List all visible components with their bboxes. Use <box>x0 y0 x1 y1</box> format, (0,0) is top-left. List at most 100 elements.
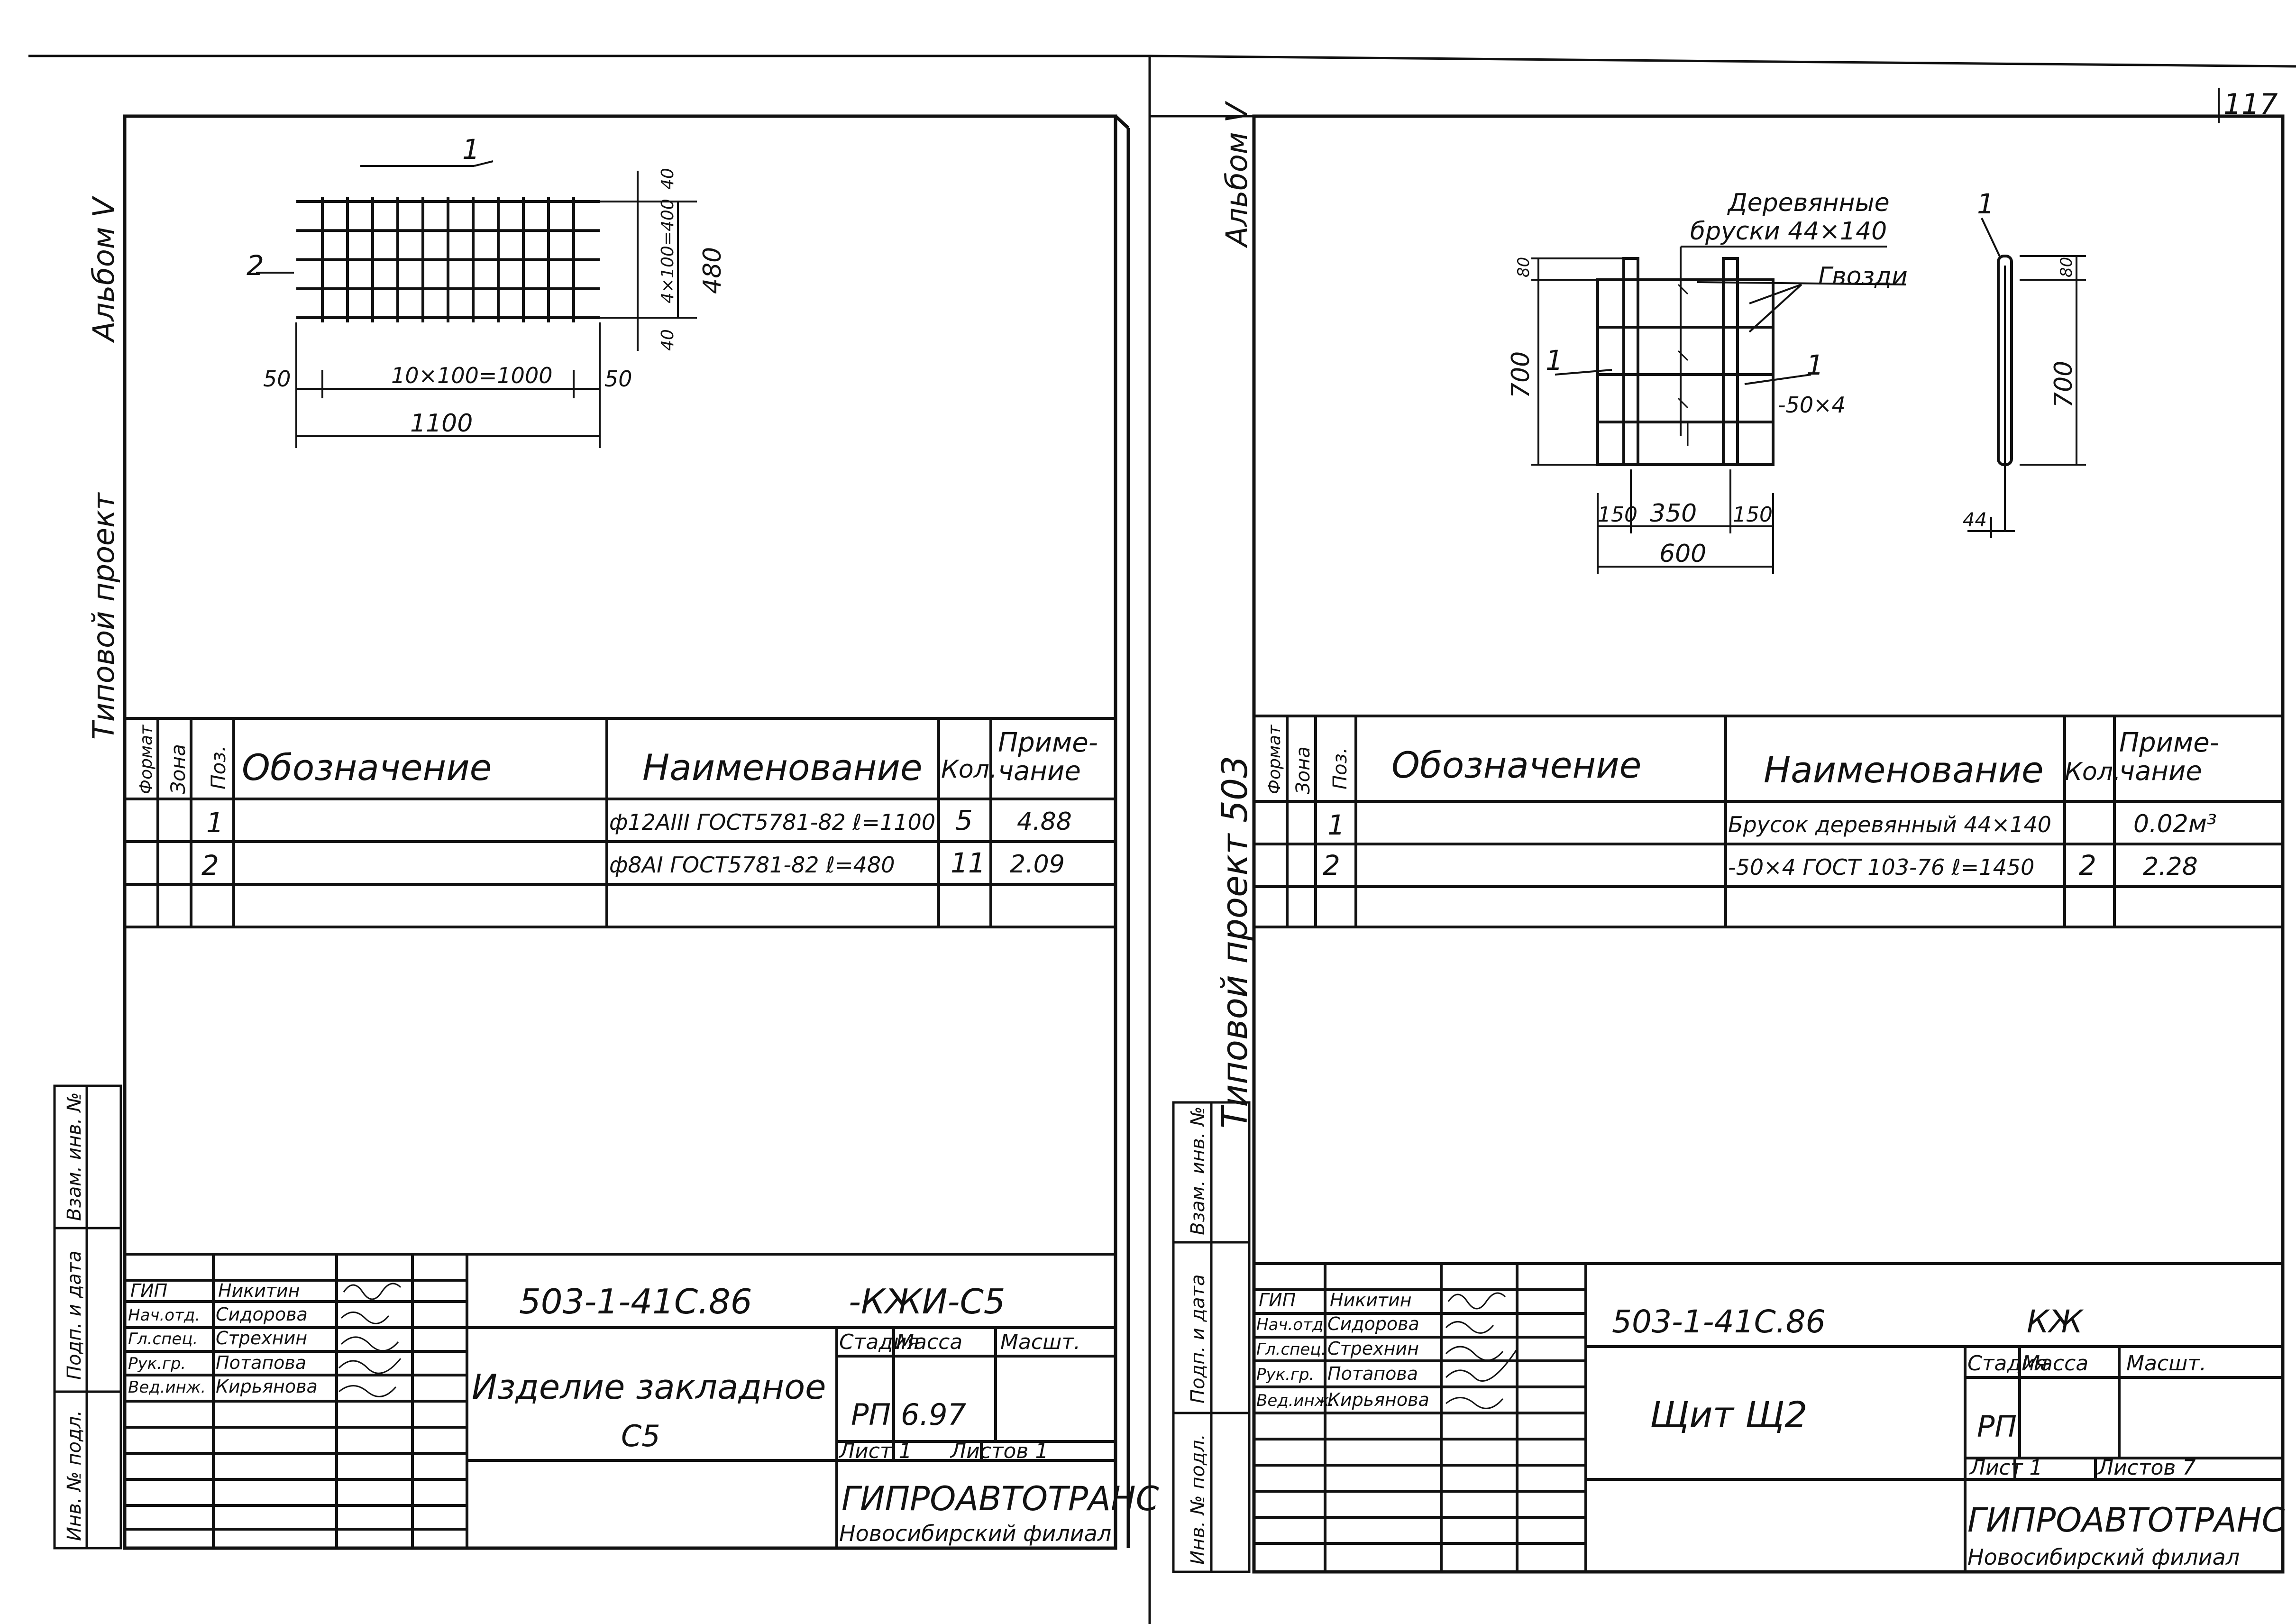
strip-size: -50×4 <box>1778 392 1846 418</box>
doc-mark: КЖ <box>2027 1303 2084 1340</box>
spec-row-2-name: ф8AI ГОСТ5781-82 ℓ=480 <box>609 852 895 878</box>
pos-1-left: 1 <box>1546 344 1563 376</box>
sheets-label: Листов 7 <box>2097 1456 2195 1480</box>
dim-150-b: 150 <box>1733 503 1773 527</box>
role-gip: ГИП <box>1259 1290 1296 1311</box>
pos-1-side: 1 <box>1977 188 1994 220</box>
name-lead-eng: Кирьянова <box>216 1376 318 1397</box>
name-group-lead: Потапова <box>1327 1363 1418 1384</box>
label-boards-1: Деревянные <box>1727 189 1890 217</box>
role-chief-spec: Гл.спец. <box>128 1330 198 1349</box>
org-name: ГИПРОАВТОТРАНС <box>842 1479 1159 1518</box>
mass-value: 6.97 <box>901 1397 966 1432</box>
label-nails: Гвозди <box>1818 262 1908 291</box>
name-head-dept: Сидорова <box>1327 1313 1419 1334</box>
dim-height: 480 <box>698 247 727 294</box>
spec-row-1-note: 0.02м³ <box>2133 810 2217 838</box>
spec-row-2-pos: 2 <box>1323 849 1340 881</box>
dim-80-side: 80 <box>2057 257 2076 277</box>
dim-inner: 4×100=400 <box>658 199 677 303</box>
dim-700: 700 <box>1507 351 1535 398</box>
spec-header-zone: Зона <box>166 744 190 794</box>
doc-title-line2: С5 <box>621 1419 660 1453</box>
name-gip: Никитин <box>1330 1290 1412 1311</box>
mass-header: Масса <box>2022 1351 2088 1376</box>
spec-header-note: Приме- чание <box>2119 727 2228 787</box>
stamp-inv-orig: Инв. № подл. <box>64 1410 85 1541</box>
sheet-right: Альбом V Типовой проект 503 <box>1172 101 2285 1574</box>
spec-row-1-name: ф12AIII ГОСТ5781-82 ℓ=1100 <box>609 809 935 835</box>
dim-total: 1100 <box>410 409 473 438</box>
outer-frame <box>28 55 2296 1624</box>
stamp-replace-inv: Взам. инв. № <box>64 1092 85 1221</box>
stamp-inv-orig: Инв. № подл. <box>1187 1434 1209 1565</box>
spec-header-format: Формат <box>137 725 156 794</box>
spec-table <box>1254 715 2283 928</box>
project-label: Типовой проект <box>86 492 121 740</box>
doc-code: 503-1-41С.86 <box>519 1282 752 1321</box>
spec-header-pos: Поз. <box>1329 747 1351 789</box>
name-group-lead: Потапова <box>216 1352 306 1373</box>
spec-row-2-qty: 11 <box>951 847 986 879</box>
side-stamps <box>53 1084 122 1550</box>
spec-header-name: Наименование <box>1764 749 2044 791</box>
spec-row-2-note: 2.09 <box>1010 850 1065 879</box>
spec-header-note-line1: Приме- <box>2119 727 2219 758</box>
name-chief-spec: Стрехнин <box>1327 1338 1419 1359</box>
pos-1-strip: 1 <box>1806 349 1824 381</box>
spec-header-qty: Кол. <box>941 755 997 784</box>
title-block <box>1254 1262 2283 1572</box>
dim-50-left: 50 <box>263 366 291 392</box>
stamp-sign-date: Подп. и дата <box>1187 1275 1209 1404</box>
dim-80: 80 <box>1514 257 1533 277</box>
mesh-dimensions <box>256 160 697 448</box>
sheets-label: Листов 1 <box>950 1439 1048 1463</box>
album-label: Альбом V <box>86 195 121 343</box>
dim-44: 44 <box>1963 509 1987 531</box>
dim-50-right: 50 <box>604 366 632 392</box>
dim-spacing: 10×100=1000 <box>391 363 553 388</box>
dim-350: 350 <box>1650 499 1697 528</box>
dim-150-a: 150 <box>1598 503 1637 527</box>
name-lead-eng: Кирьянова <box>1327 1389 1429 1410</box>
stage-header: Стадия <box>839 1330 919 1354</box>
dim-600: 600 <box>1659 540 1706 568</box>
stage-header: Стадия <box>1967 1351 2048 1376</box>
role-group-lead: Рук.гр. <box>1256 1365 1314 1384</box>
spec-header-note-line2: чание <box>998 756 1081 787</box>
panel-drawing <box>1596 255 2013 531</box>
spec-header-note: Приме- чание <box>998 727 1107 787</box>
sheet-label: Лист 1 <box>838 1439 912 1463</box>
name-gip: Никитин <box>218 1280 300 1301</box>
title-block <box>125 1253 1116 1548</box>
doc-title-line1: Щит Щ2 <box>1650 1394 1807 1436</box>
mesh-pos-1: 1 <box>462 133 480 165</box>
stamp-sign-date: Подп. и дата <box>64 1251 85 1380</box>
role-group-lead: Рук.гр. <box>128 1354 186 1373</box>
org-branch: Новосибирский филиал <box>1967 1544 2240 1570</box>
signatures <box>1445 1292 1518 1409</box>
mass-header: Масса <box>896 1330 962 1354</box>
role-head-dept: Нач.отд. <box>1256 1315 1328 1334</box>
spec-row-1-pos: 1 <box>206 807 224 839</box>
label-boards-2: бруски 44×140 <box>1690 217 1887 246</box>
side-stamps <box>1172 1101 1251 1573</box>
org-branch: Новосибирский филиал <box>839 1521 1111 1546</box>
doc-mark: -КЖИ-С5 <box>849 1282 1006 1321</box>
role-gip: ГИП <box>130 1280 167 1301</box>
doc-code: 503-1-41С.86 <box>1612 1303 1826 1340</box>
spec-row-2-note: 2.28 <box>2143 853 2198 881</box>
sheet-left: Альбом V Типовой проект 1 2 50 10×100=10… <box>53 114 1159 1550</box>
panel-dimensions <box>1531 218 2086 574</box>
spec-header-zone: Зона <box>1292 746 1314 794</box>
stage-value: РП <box>851 1397 891 1432</box>
spec-header-designation: Обозначение <box>242 746 492 789</box>
project-label: Типовой проект 503 <box>1215 756 1255 1129</box>
spec-row-2-pos: 2 <box>201 849 219 881</box>
stamp-replace-inv: Взам. инв. № <box>1187 1106 1209 1235</box>
role-chief-spec: Гл.спец. <box>1256 1340 1326 1359</box>
name-head-dept: Сидорова <box>216 1304 308 1325</box>
spec-row-2-qty: 2 <box>2079 849 2096 881</box>
album-label: Альбом V <box>1219 101 1254 248</box>
